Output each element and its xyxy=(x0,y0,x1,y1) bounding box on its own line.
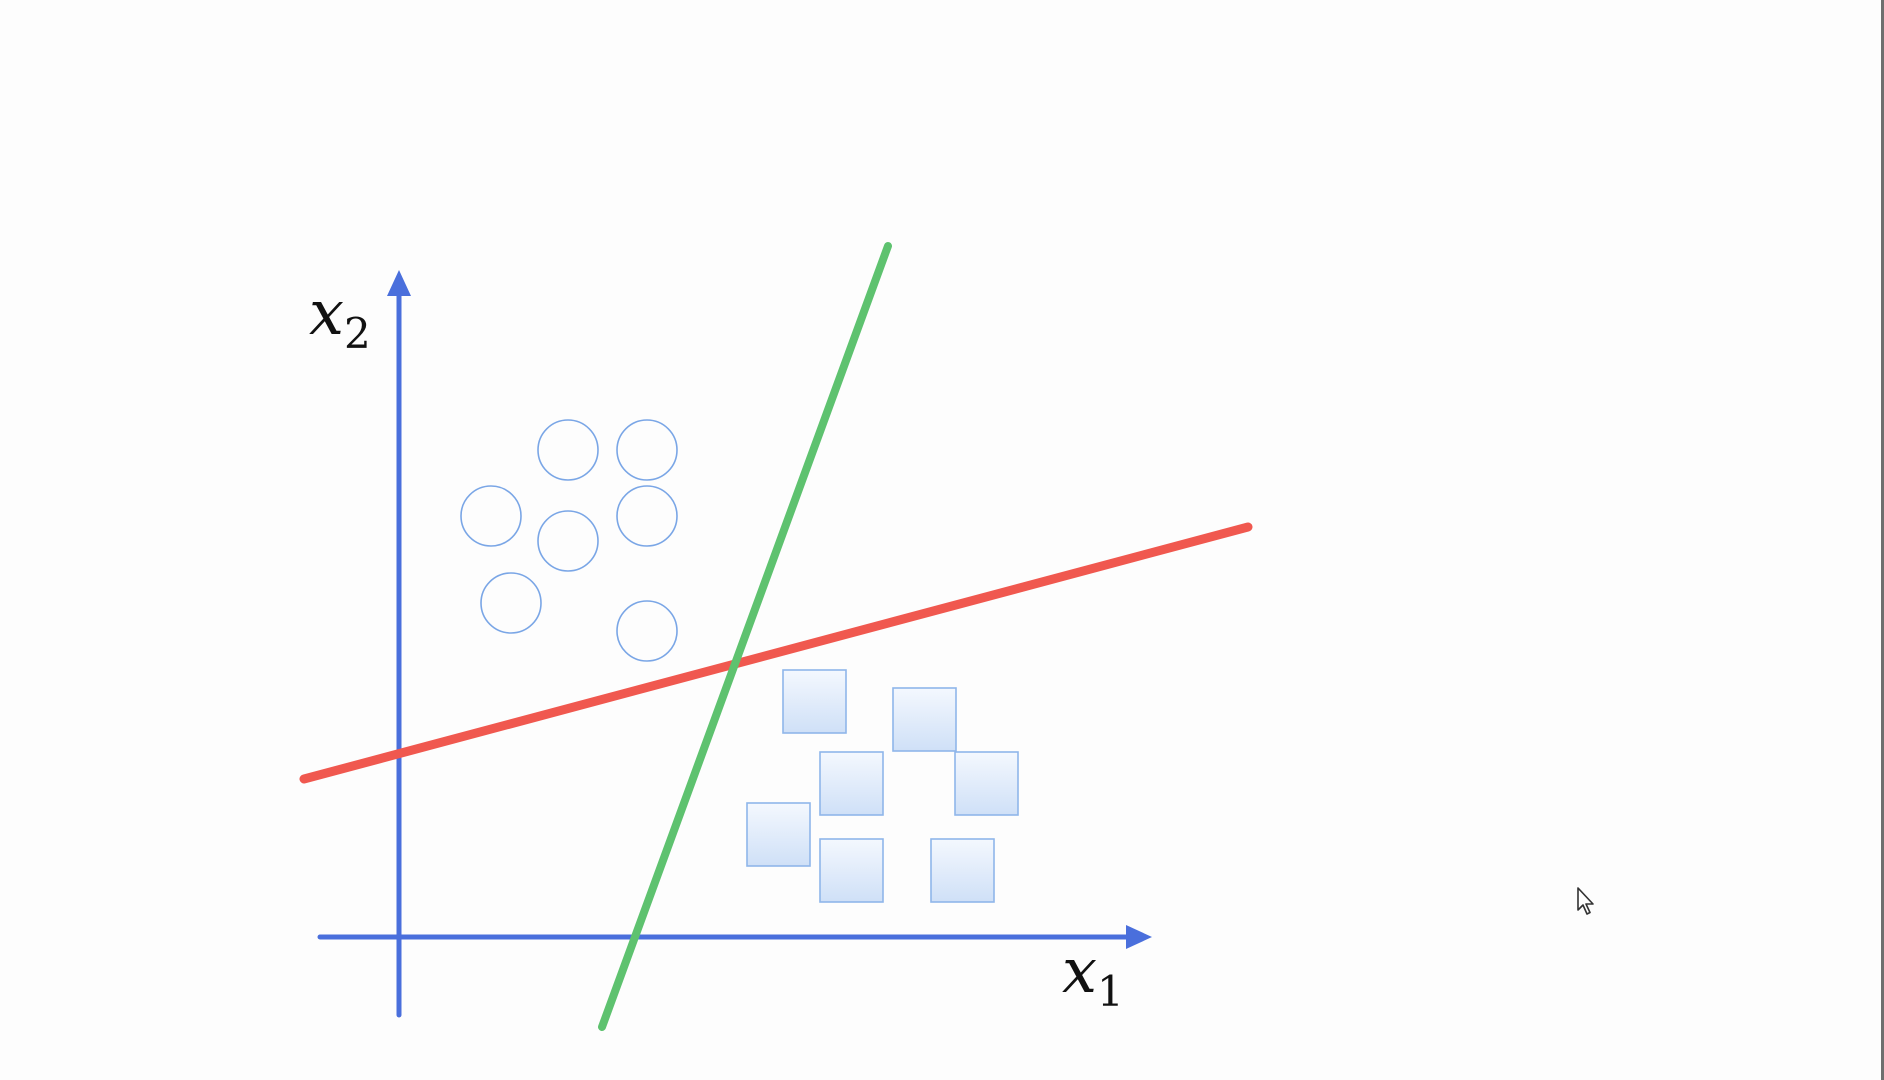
y-axis-label-var: x xyxy=(309,276,344,349)
circle-point xyxy=(616,419,678,481)
square-point xyxy=(746,802,811,867)
square-point xyxy=(930,838,995,903)
x-axis-arrowhead xyxy=(1126,925,1152,949)
axes xyxy=(317,270,1152,1018)
red-boundary-line xyxy=(299,522,1253,784)
square-class-points xyxy=(746,669,1019,903)
y-axis-arrowhead xyxy=(387,270,411,296)
slide-right-border xyxy=(1881,0,1884,1080)
circle-class-points xyxy=(460,419,678,662)
square-point xyxy=(892,687,957,752)
mouse-pointer-icon xyxy=(1577,887,1594,915)
x-axis-label-subscript: 1 xyxy=(1097,967,1124,1016)
square-point xyxy=(819,838,884,903)
square-point xyxy=(782,669,847,734)
x-axis-label: x1 xyxy=(1062,934,1124,1016)
square-point xyxy=(954,751,1019,816)
x-axis-label-var: x xyxy=(1062,934,1097,1007)
circle-point xyxy=(537,510,599,572)
green-boundary-line xyxy=(598,242,892,1031)
y-axis-label-subscript: 2 xyxy=(344,309,371,358)
square-point xyxy=(819,751,884,816)
y-axis-label: x2 xyxy=(309,276,371,358)
circle-point xyxy=(460,485,522,547)
circle-point xyxy=(537,419,599,481)
circle-point xyxy=(480,572,542,634)
circle-point xyxy=(616,485,678,547)
circle-point xyxy=(616,600,678,662)
